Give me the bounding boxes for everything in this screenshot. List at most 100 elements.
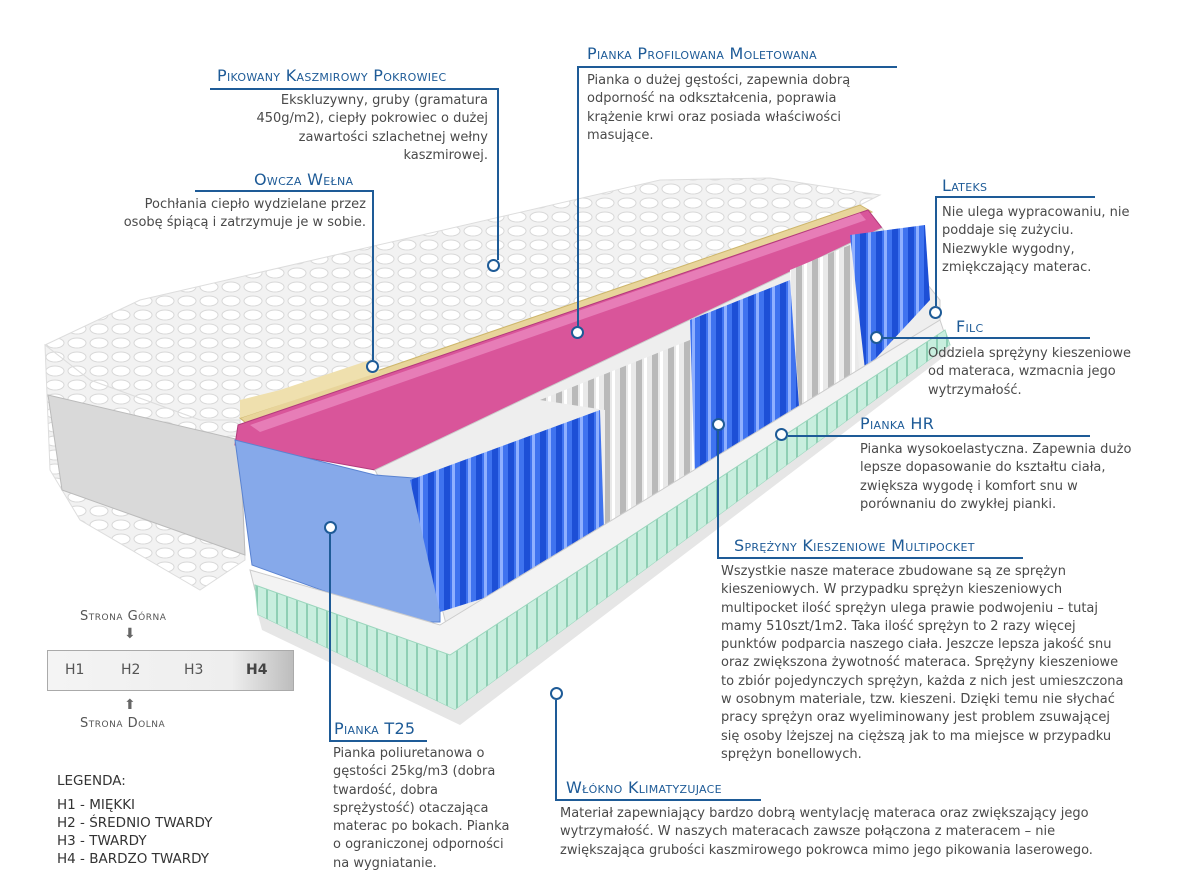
- t25-title: Pianka T25: [334, 719, 416, 738]
- text-line: Pianka o dużej gęstości, zapewnia dobrą: [587, 73, 851, 88]
- hr-marker: [775, 428, 788, 441]
- top-side-label: Strona Górna: [80, 609, 167, 624]
- legend-item: H3 - TWARDY: [57, 833, 147, 849]
- cover-title: Pikowany Kaszmirowy Pokrowiec: [217, 66, 447, 85]
- legend-item: H1 - MIĘKKI: [57, 797, 136, 813]
- text-line: od materaca, wzmacnia jego: [928, 364, 1116, 380]
- hr-underline: [788, 435, 1090, 437]
- latex-title: Lateks: [942, 176, 988, 195]
- t25-foam-block: [234, 439, 441, 623]
- profiled-underline: [577, 66, 897, 68]
- t25-description: Pianka poliuretanowa o gęstości 25kg/m3 …: [333, 745, 533, 873]
- felt-underline: [883, 337, 1090, 339]
- text-line: Oddziela sprężyny kieszeniowe: [928, 346, 1131, 361]
- wool-title: Owcza Wełna: [254, 170, 354, 189]
- fiber-description: Materiał zapewniający bardzo dobrą wenty…: [560, 805, 1180, 860]
- text-line: porównaniu do zwykłej pianki.: [860, 496, 1057, 512]
- t25-leader-line: [329, 534, 331, 740]
- springs-marker: [712, 418, 725, 431]
- text-line: Pochłania ciepło wydzielane przez: [144, 197, 366, 212]
- latex-underline: [935, 196, 1095, 198]
- wool-underline: [195, 190, 374, 192]
- profiled-foam-top: [250, 213, 866, 432]
- text-line: poddaje się zużyciu.: [942, 223, 1074, 239]
- text-line: odporność na odkształcenia, poprawia: [587, 91, 837, 107]
- hardness-level-selected: H4: [246, 662, 268, 678]
- hardness-level: H2: [121, 662, 141, 678]
- text-line: zawartości szlachetnej wełny: [298, 129, 488, 145]
- latex-description: Nie ulega wypracowaniu, nie poddaje się …: [942, 204, 1192, 277]
- springs-underline: [717, 557, 1023, 559]
- text-line: o ograniczonej odporności: [333, 837, 504, 853]
- cover-marker: [487, 259, 500, 272]
- latex-marker: [929, 306, 942, 319]
- text-line: oraz zwiększona żywotność materaca. Sprę…: [721, 655, 1119, 671]
- fiber-title: Włókno Klimatyzujace: [566, 778, 722, 797]
- text-line: multipocket ilość sprężyn ulega prawie p…: [721, 600, 1099, 616]
- text-line: Nie ulega wypracowaniu, nie: [942, 205, 1130, 220]
- fiber-marker: [550, 687, 563, 700]
- text-line: mamy 510szt/1m2. Taka ilość sprężyn to 2…: [721, 618, 1076, 634]
- wool-cut: [240, 360, 380, 418]
- text-line: lepsze dopasowanie do kształtu ciała,: [860, 460, 1106, 476]
- text-line: gęstości 25kg/m3 (dobra: [333, 764, 496, 780]
- text-line: wytrzymałość. W naszych materacach zawsz…: [560, 824, 1056, 840]
- text-line: na wygniatanie.: [333, 855, 437, 871]
- text-line: Pianka poliuretanowa o: [333, 746, 485, 761]
- text-line: Pianka wysokoelastyczna. Zapewnia dużo: [860, 442, 1132, 457]
- text-line: Wszystkie nasze materace zbudowane są ze…: [721, 564, 1066, 579]
- text-line: masujące.: [587, 127, 654, 143]
- text-line: kieszeniowych. W przypadku sprężyn kiesz…: [721, 582, 1063, 598]
- arrow-down-icon: ⬇: [124, 626, 136, 642]
- cover-leader-line: [497, 88, 499, 260]
- springs-title: Sprężyny Kieszeniowe Multipocket: [734, 536, 975, 555]
- felt-description: Oddziela sprężyny kieszeniowe od materac…: [928, 345, 1193, 400]
- text-line: Niezwykle wygodny,: [942, 241, 1075, 257]
- profiled-foam-title: Pianka Profilowana Moletowana: [587, 44, 818, 63]
- text-line: Ekskluzywny, gruby (gramatura: [280, 93, 488, 108]
- text-line: 450g/m2), ciepły pokrowiec o dużej: [256, 111, 488, 127]
- springs-leader-line: [717, 431, 719, 559]
- profiled-description: Pianka o dużej gęstości, zapewnia dobrą …: [587, 72, 887, 145]
- t25-underline: [329, 740, 427, 742]
- wool-description: Pochłania ciepło wydzielane przez osobę …: [90, 196, 366, 233]
- text-line: pracy sprężyn oraz wyeliminowany jest pr…: [721, 710, 1110, 726]
- text-line: zwiększająca grubości kaszmirowego pokro…: [560, 842, 1093, 858]
- text-line: kaszmirowej.: [403, 147, 488, 163]
- t25-marker: [324, 521, 337, 534]
- text-line: sprężystość) otaczająca: [333, 800, 489, 816]
- fiber-underline: [555, 799, 761, 801]
- text-line: się osoby lżejszej na cięższą jak to ma …: [721, 728, 1112, 744]
- text-line: punktów podparcia naszego ciała. Jeszcze…: [721, 637, 1112, 653]
- text-line: Materiał zapewniający bardzo dobrą wenty…: [560, 806, 1089, 821]
- cover-description: Ekskluzywny, gruby (gramatura 450g/m2), …: [200, 92, 488, 165]
- springs-description: Wszystkie nasze materace zbudowane są ze…: [721, 563, 1196, 764]
- hardness-level: H3: [184, 662, 204, 678]
- latex-leader-line: [935, 196, 937, 306]
- profiled-marker: [571, 326, 584, 339]
- felt-marker: [870, 331, 883, 344]
- text-line: krążenie krwi oraz posiada właściwości: [587, 109, 841, 125]
- text-line: materac po bokach. Pianka: [333, 819, 510, 835]
- fiber-leader-line: [555, 700, 557, 800]
- text-line: wytrzymałość.: [928, 382, 1022, 398]
- legend-item: H2 - ŚREDNIO TWARDY: [57, 815, 213, 831]
- cover-underline: [210, 88, 499, 90]
- profiled-leader-line: [577, 66, 579, 327]
- wool-marker: [366, 360, 379, 373]
- hr-foam-title: Pianka HR: [860, 414, 935, 433]
- hr-description: Pianka wysokoelastyczna. Zapewnia dużo l…: [860, 441, 1195, 514]
- text-line: w osobnym materiale, tzw. kieszeni. Dzię…: [721, 692, 1115, 708]
- text-line: sprężyn bonellowych.: [721, 746, 862, 762]
- hardness-scale: H1 H2 H3 H4: [47, 650, 294, 691]
- legend-item: H4 - BARDZO TWARDY: [57, 851, 210, 867]
- text-line: twardość, dobra: [333, 782, 438, 798]
- springs-white-2: [790, 245, 860, 415]
- cover-side-band: [47, 394, 246, 556]
- wool-leader-line: [372, 190, 374, 360]
- hardness-level: H1: [65, 662, 85, 678]
- legend-title: LEGENDA:: [57, 773, 126, 789]
- bottom-side-label: Strona Dolna: [80, 716, 166, 731]
- arrow-up-icon: ⬆: [124, 697, 136, 713]
